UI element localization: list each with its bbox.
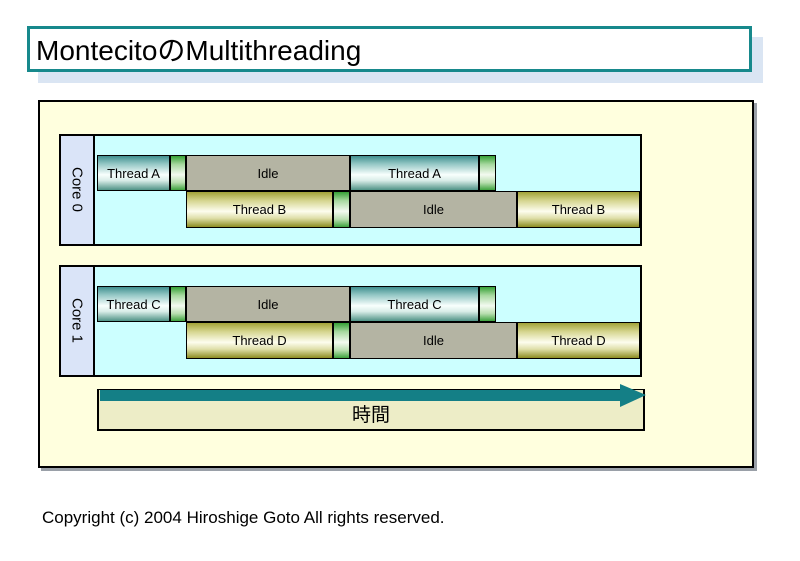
core-0-label: Core 0 — [61, 136, 95, 244]
idle-segment: Idle — [186, 286, 350, 322]
copyright-text: Copyright (c) 2004 Hiroshige Goto All ri… — [42, 508, 445, 527]
thread-segment: Thread D — [517, 322, 640, 359]
core-1-panel: Core 1 Thread C Idle Thread C Thread D I… — [59, 265, 642, 377]
thread-segment: Thread B — [517, 191, 640, 228]
core-0-row-2: Thread B Idle Thread B — [95, 191, 640, 228]
thread-segment: Thread B — [186, 191, 333, 228]
context-switch-segment — [333, 191, 350, 228]
context-switch-segment — [170, 155, 186, 191]
time-arrow-head-icon — [620, 384, 646, 407]
thread-segment: Thread C — [97, 286, 170, 322]
time-arrow — [100, 390, 620, 401]
core-1-label: Core 1 — [61, 267, 95, 375]
title-box: MontecitoのMultithreading — [27, 26, 752, 72]
thread-segment: Thread A — [350, 155, 479, 191]
page-title: MontecitoのMultithreading — [36, 35, 362, 66]
core-1-row-2: Thread D Idle Thread D — [95, 322, 640, 359]
thread-segment: Thread D — [186, 322, 333, 359]
context-switch-segment — [333, 322, 350, 359]
diagram-canvas: Core 0 Thread A Idle Thread A Thread B I… — [38, 100, 754, 468]
core-1-row-1: Thread C Idle Thread C — [95, 286, 640, 322]
idle-segment: Idle — [350, 191, 517, 228]
context-switch-segment — [479, 286, 496, 322]
context-switch-segment — [479, 155, 496, 191]
idle-segment: Idle — [350, 322, 517, 359]
core-0-row-1: Thread A Idle Thread A — [95, 155, 640, 191]
thread-segment: Thread C — [350, 286, 479, 322]
time-axis-label: 時間 — [351, 405, 390, 426]
thread-segment: Thread A — [97, 155, 170, 191]
core-0-panel: Core 0 Thread A Idle Thread A Thread B I… — [59, 134, 642, 246]
context-switch-segment — [170, 286, 186, 322]
idle-segment: Idle — [186, 155, 350, 191]
